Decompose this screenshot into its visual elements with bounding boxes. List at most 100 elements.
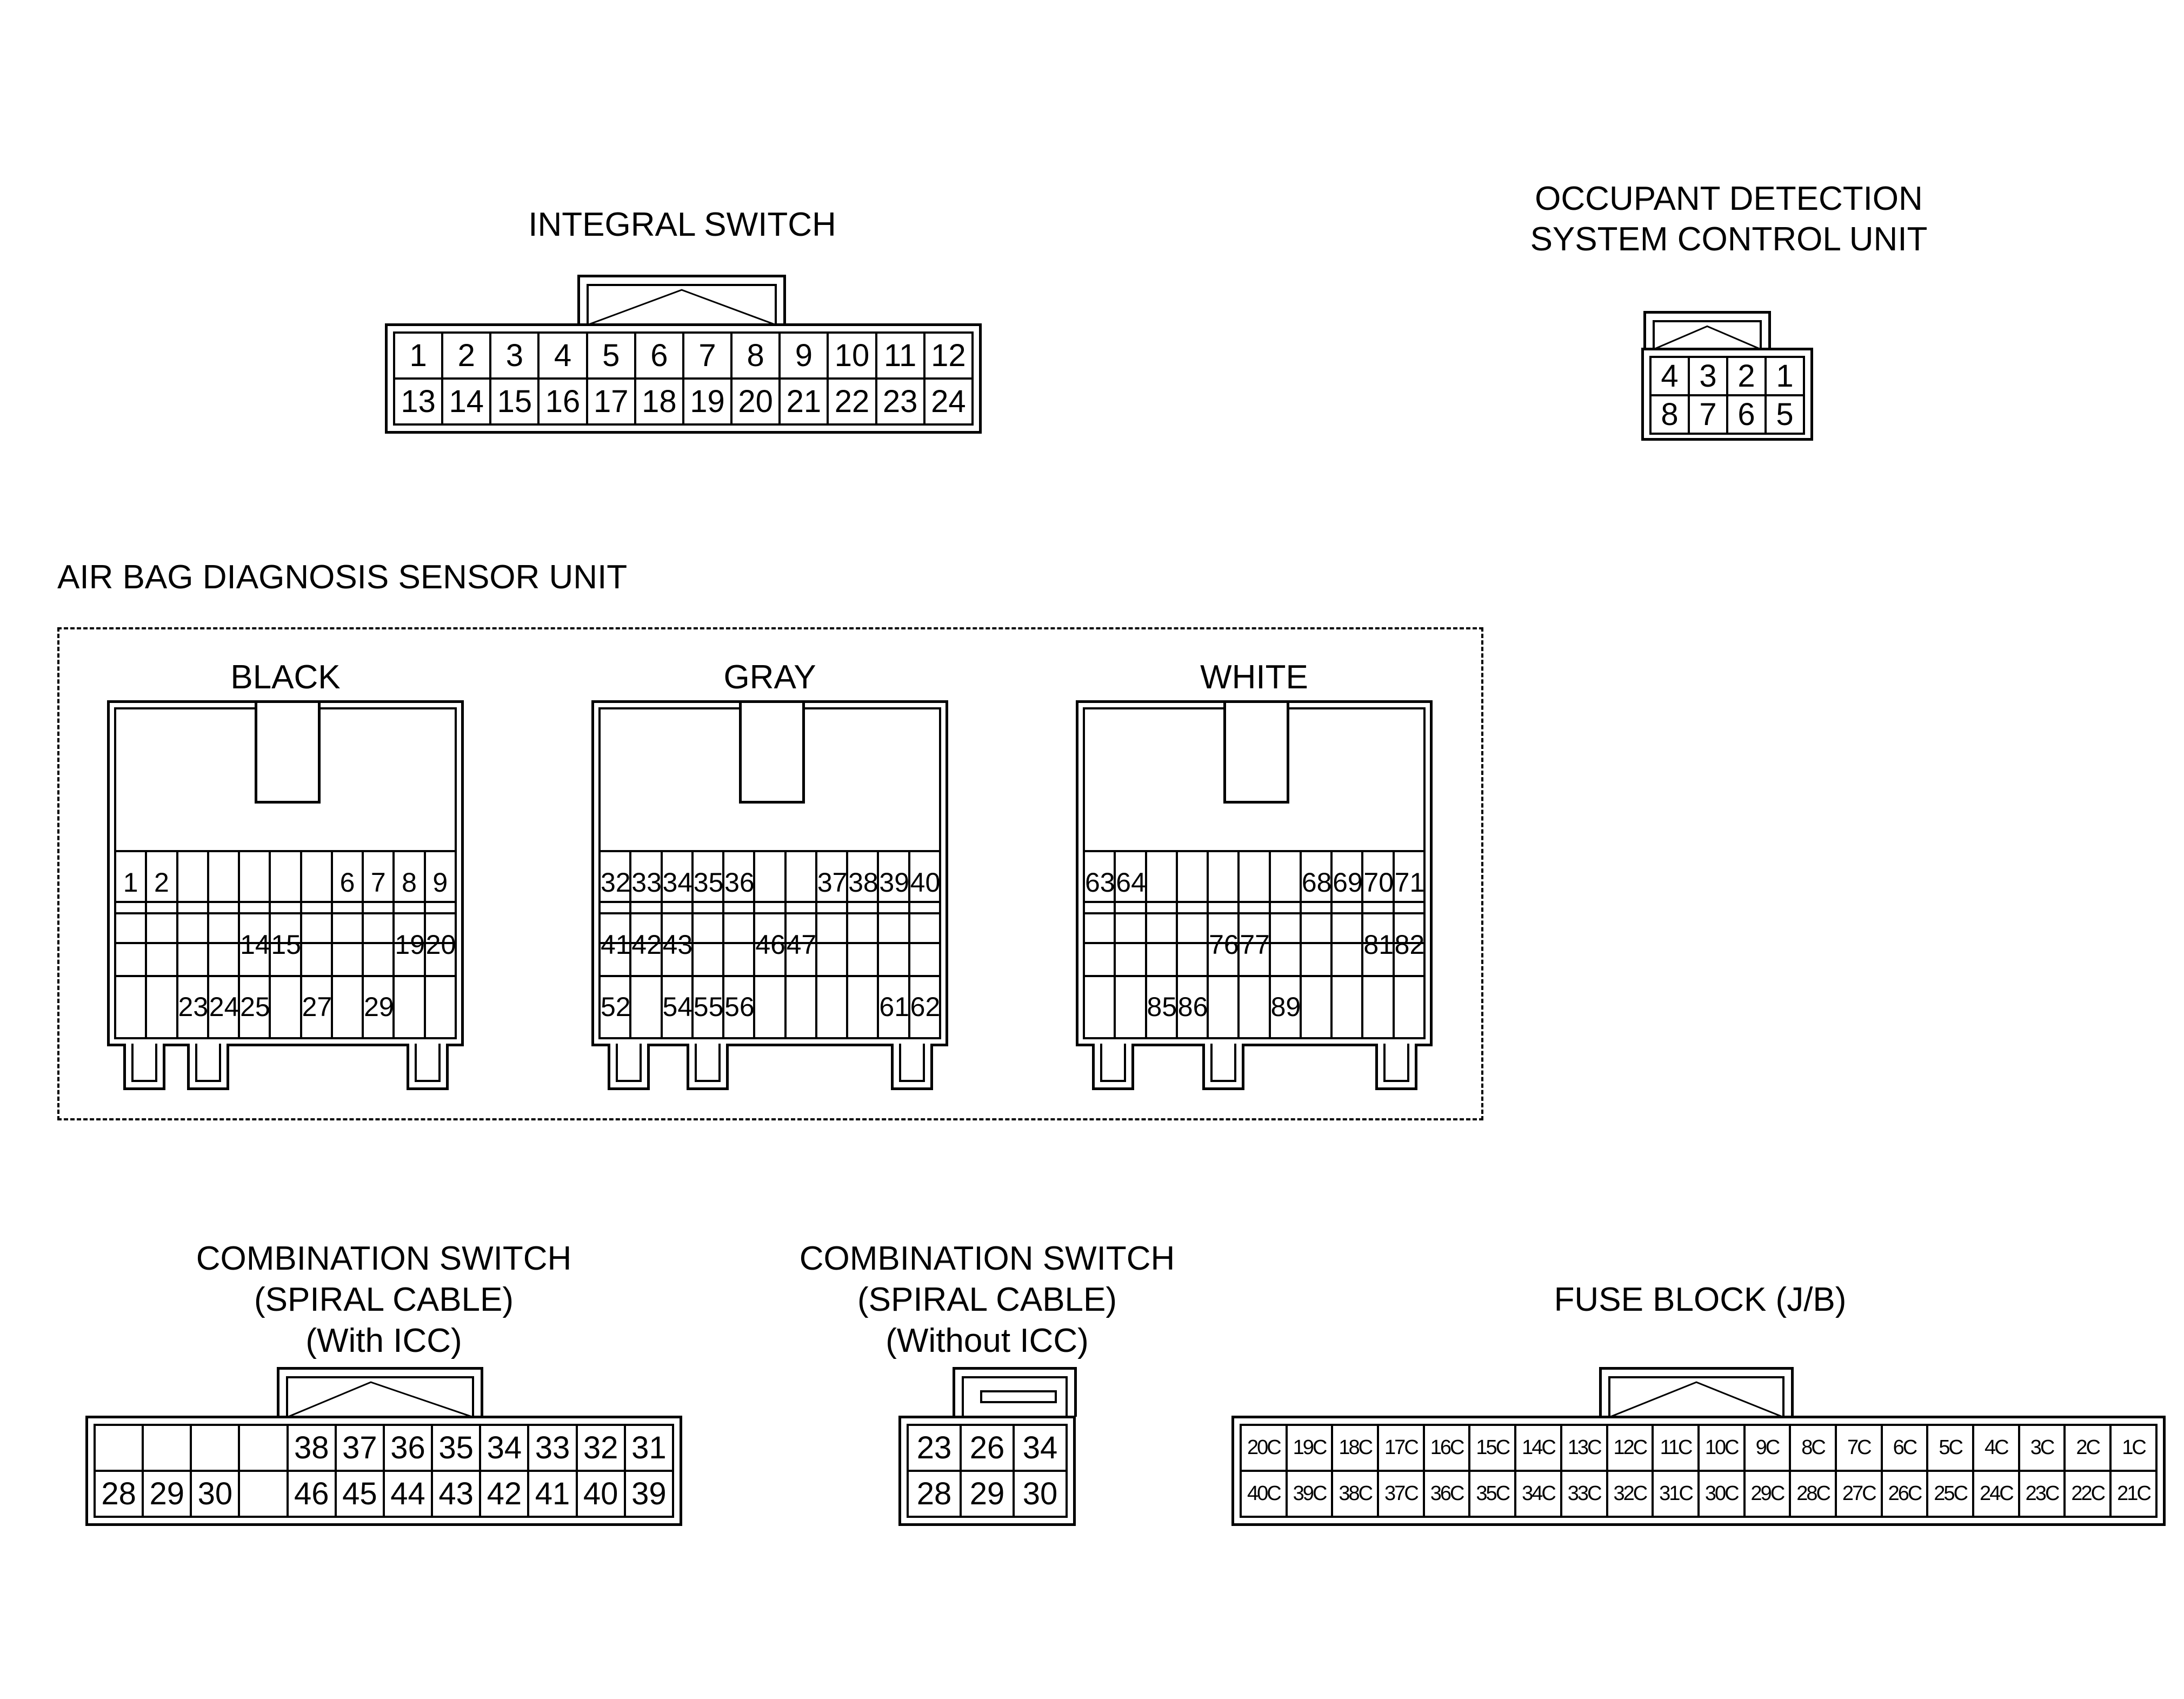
pin-cell [1330,974,1364,1040]
pin-cell: 28 [907,1470,962,1518]
pin-cell [1268,849,1302,915]
pin-cell [269,974,302,1040]
combo-noicc-title-line1: COMBINATION SWITCH [799,1240,1175,1277]
pin-cell: 8 [730,331,781,380]
pin-cell: 28C [1789,1470,1837,1518]
pin-cell: 33C [1560,1470,1608,1518]
pin-cell: 47 [784,912,817,977]
pin-cell [269,849,302,915]
pin-cell: 86 [1175,974,1209,1040]
combo-icc-lock-tab [277,1367,483,1417]
pin-cell: 5 [585,331,636,380]
black-peg-left [123,1044,165,1090]
pin-cell: 89 [1268,974,1302,1040]
pin-cell: 38C [1331,1470,1380,1518]
pin-cell: 9 [423,849,457,915]
pin-cell [1082,912,1116,977]
pin-cell: 22C [2063,1470,2112,1518]
pin-cell: 31C [1652,1470,1700,1518]
pin-cell [114,974,148,1040]
pin-cell: 15 [489,377,540,426]
pin-cell: 6C [1880,1424,1929,1472]
pin-cell: 71 [1392,849,1426,915]
pin-cell: 81 [1361,912,1395,977]
pin-cell: 22 [827,377,877,426]
pin-cell: 30 [190,1470,241,1518]
pin-cell [207,912,241,977]
pin-cell [846,912,880,977]
pin-cell: 23 [875,377,925,426]
pin-cell [1082,974,1116,1040]
pin-cell [722,912,756,977]
pin-cell [1361,974,1395,1040]
pin-cell [145,974,178,1040]
pin-cell: 28 [93,1470,144,1518]
pin-cell [1207,849,1240,915]
pin-cell: 31 [623,1424,675,1472]
pin-cell [1144,912,1178,977]
pin-cell: 25C [1926,1470,1974,1518]
pin-cell: 85 [1144,974,1178,1040]
pin-cell: 41 [527,1470,578,1518]
pin-cell [238,1424,289,1472]
pin-cell: 39C [1285,1470,1334,1518]
pin-cell: 24 [923,377,974,426]
gray-lock [739,703,805,804]
occupant-title-line2: SYSTEM CONTROL UNIT [1530,221,1928,258]
pin-cell [815,974,849,1040]
pin-cell: 61 [877,974,910,1040]
pin-cell: 21 [778,377,829,426]
fuse-block-title: FUSE BLOCK (J/B) [1554,1281,1847,1318]
pin-cell: 27C [1834,1470,1883,1518]
gray-peg-right [891,1044,933,1090]
pin-cell: 46 [753,912,787,977]
integral-switch-title: INTEGRAL SWITCH [528,206,836,243]
pin-cell [1144,849,1178,915]
pin-cell: 6 [634,331,684,380]
pin-cell: 15C [1468,1424,1517,1472]
pin-cell: 16 [537,377,588,426]
pin-cell [1330,912,1364,977]
pin-cell: 40 [575,1470,626,1518]
pin-cell [330,912,364,977]
pin-cell [1392,974,1426,1040]
pin-cell: 26C [1880,1470,1929,1518]
white-peg-left [1092,1044,1134,1090]
pin-cell [330,974,364,1040]
pin-cell: 41 [598,912,632,977]
pin-cell: 32C [1606,1470,1654,1518]
pin-cell: 25 [238,974,271,1040]
combo-noicc-lock-tab [953,1367,1077,1417]
pin-cell [1237,849,1271,915]
pin-cell: 14 [238,912,271,977]
pin-cell: 1C [2109,1424,2158,1472]
pin-cell: 19 [392,912,426,977]
pin-cell: 4C [1972,1424,2020,1472]
fuse-block-lock-tab [1599,1367,1794,1417]
pin-cell: 30 [1013,1470,1068,1518]
pin-cell [784,849,817,915]
pin-cell: 45 [334,1470,385,1518]
pin-cell: 8 [392,849,426,915]
pin-cell: 36 [382,1424,434,1472]
pin-cell: 5 [1764,394,1805,435]
pin-cell: 1 [114,849,148,915]
pin-cell: 11C [1652,1424,1700,1472]
pin-cell: 6 [1726,394,1767,435]
pin-cell: 16C [1422,1424,1471,1472]
pin-cell: 24C [1972,1470,2020,1518]
